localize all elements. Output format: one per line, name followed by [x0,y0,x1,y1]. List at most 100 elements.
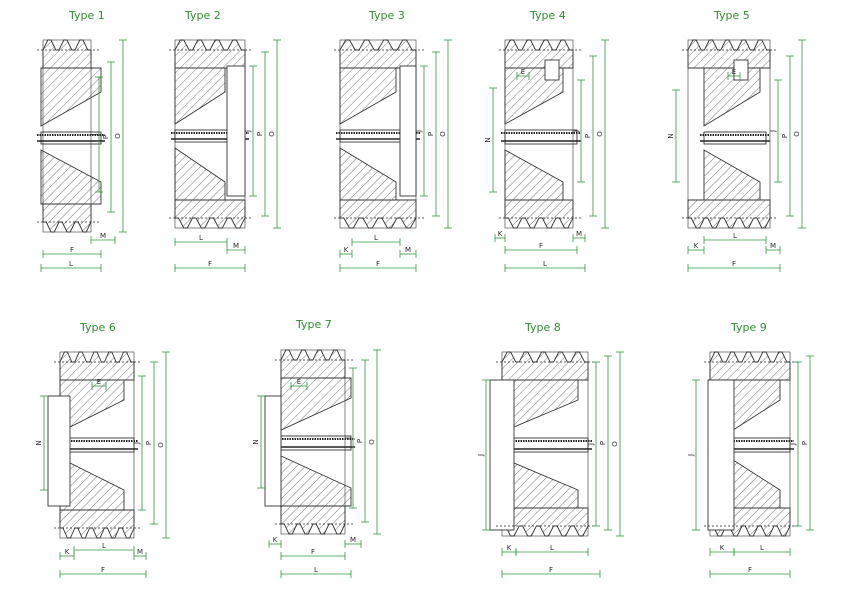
web-top [729,379,781,433]
hub-side [707,379,735,531]
rim-top [174,39,246,69]
dim-o-label: O [596,131,604,137]
dim-f-label: F [208,260,212,268]
dim-j-label: J [687,454,695,457]
bore [501,437,589,453]
type-4-title: Type 4 [530,9,566,22]
rim-top [59,351,135,381]
outline [42,39,92,233]
dim-f-label: F [732,260,736,268]
web-bottom [280,455,352,507]
dim-n-label: N [252,439,260,444]
bore [703,131,767,145]
type-3-title: Type 3 [369,9,405,22]
rim-top [280,349,346,379]
dim-p-label: P [256,132,264,136]
dim-m-label: M [350,536,356,544]
dim-o-label: O [793,131,801,137]
dim-j-label: J [415,130,423,133]
type-5-title: Type 5 [714,9,750,22]
dim-o-label: O [268,131,276,137]
dim-p-label: P [599,441,607,445]
dim-p-label: P [427,132,435,136]
hub-side [47,395,71,507]
web-bottom [174,147,226,201]
dim-l-label: L [102,542,106,550]
dim-k-label: K [498,230,503,238]
dim-o-label: O [368,439,376,445]
dim-e-label: E [732,68,736,76]
web-bottom [703,149,761,201]
dim-p-label: P [584,134,592,138]
outline [687,39,771,229]
dim-j-label: J [769,130,777,133]
web-bottom [339,147,397,201]
web-bottom [729,457,781,509]
dim-o-label: O [114,133,122,139]
hub-side [226,65,246,197]
dim-m-label: M [233,242,239,250]
dim-k-label: K [273,536,278,544]
dim-f-label: F [539,242,543,250]
dim-j-label: J [587,443,595,446]
dim-n-label: N [667,133,675,138]
rim-bottom [59,509,135,539]
dim-k-label: K [694,242,699,250]
dim-k-label: K [65,548,70,556]
dim-f-label: F [376,260,380,268]
dim-p-label: P [102,135,110,139]
dim-l-label: L [733,232,737,240]
dim-o-label: O [157,442,165,448]
rim-bottom [501,507,589,537]
hub-side [733,59,749,81]
dim-e-label: E [521,68,525,76]
dim-j-label: J [244,130,252,133]
hub-side [399,65,417,197]
dim-p-label: P [145,441,153,445]
hub-side [544,59,560,81]
outline [504,39,574,229]
type-1-title: Type 1 [69,9,105,22]
dim-l-label: L [550,544,554,552]
rim-bottom [42,203,92,233]
web-top [174,67,226,125]
rim-top [709,351,791,381]
dim-j-label: J [90,133,98,136]
dim-n-label: N [484,137,492,142]
dim-j-label: J [477,454,485,457]
dim-l-label: L [374,234,378,242]
dim-k-label: K [720,544,725,552]
rim-bottom [687,199,771,229]
type-9-title: Type 9 [731,321,767,334]
dim-f-label: F [748,566,752,574]
hub-side [264,395,282,507]
dim-f-label: F [101,566,105,574]
rim-top [42,39,92,69]
dim-j-label: J [133,442,141,445]
rim-top [501,351,589,381]
dim-m-label: M [137,548,143,556]
dim-l-label: L [199,234,203,242]
rim-top [504,39,574,69]
rim-bottom [280,505,346,535]
web-bottom [40,149,102,205]
web-top [40,67,102,127]
web-top [339,67,397,125]
dim-e-label: E [97,378,101,386]
dim-n-label: N [35,440,43,445]
rim-top [339,39,417,69]
hub-side [489,379,515,531]
dim-f-label: F [549,566,553,574]
dim-o-label: O [611,441,619,447]
dim-m-label: M [405,246,411,254]
dim-p-label: P [781,134,789,138]
dim-k-label: K [507,544,512,552]
type-7-title: Type 7 [296,318,332,331]
rim-bottom [174,199,246,229]
